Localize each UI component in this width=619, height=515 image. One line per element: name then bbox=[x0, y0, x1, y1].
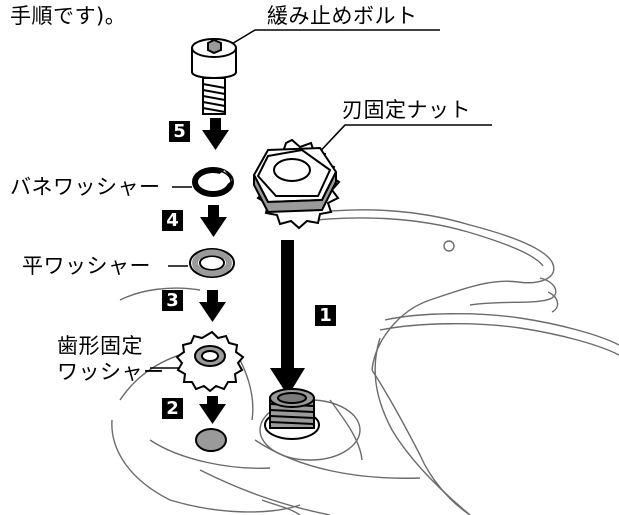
blade-nut-label: 刃固定ナット bbox=[342, 98, 471, 122]
bolt-leader bbox=[224, 29, 440, 49]
step-3-badge: 3 bbox=[162, 290, 183, 311]
flat-washer bbox=[189, 248, 235, 278]
bolt-label: 緩み止めボルト bbox=[267, 4, 418, 28]
down-arrow-icon bbox=[199, 290, 226, 322]
blade-fixing-nut bbox=[252, 138, 341, 230]
label-leaders bbox=[150, 29, 492, 369]
down-arrow-icons bbox=[199, 118, 229, 424]
caption-fragment: 手順です)。 bbox=[10, 4, 127, 28]
down-arrow-icon bbox=[200, 205, 227, 237]
spring-washer-label: バネワッシャー bbox=[10, 175, 161, 199]
nut-leader bbox=[311, 124, 492, 161]
spring-washer bbox=[192, 167, 234, 197]
down-arrow-icon bbox=[202, 118, 229, 150]
step-1-badge: 1 bbox=[315, 305, 336, 326]
washer-cap bbox=[195, 428, 227, 452]
lock-bolt bbox=[191, 38, 237, 115]
step-2-badge: 2 bbox=[162, 398, 183, 419]
step-4-badge: 4 bbox=[162, 210, 183, 231]
mounting-stud bbox=[264, 388, 320, 440]
step-5-badge: 5 bbox=[169, 121, 190, 142]
toothed-washer-label: 歯形固定 ワッシャー bbox=[57, 334, 165, 384]
step1-arrow bbox=[270, 240, 305, 396]
flat-washer-label: 平ワッシャー bbox=[22, 254, 151, 278]
toothed-lock-washer bbox=[175, 330, 245, 393]
down-arrow-icon bbox=[199, 396, 226, 424]
